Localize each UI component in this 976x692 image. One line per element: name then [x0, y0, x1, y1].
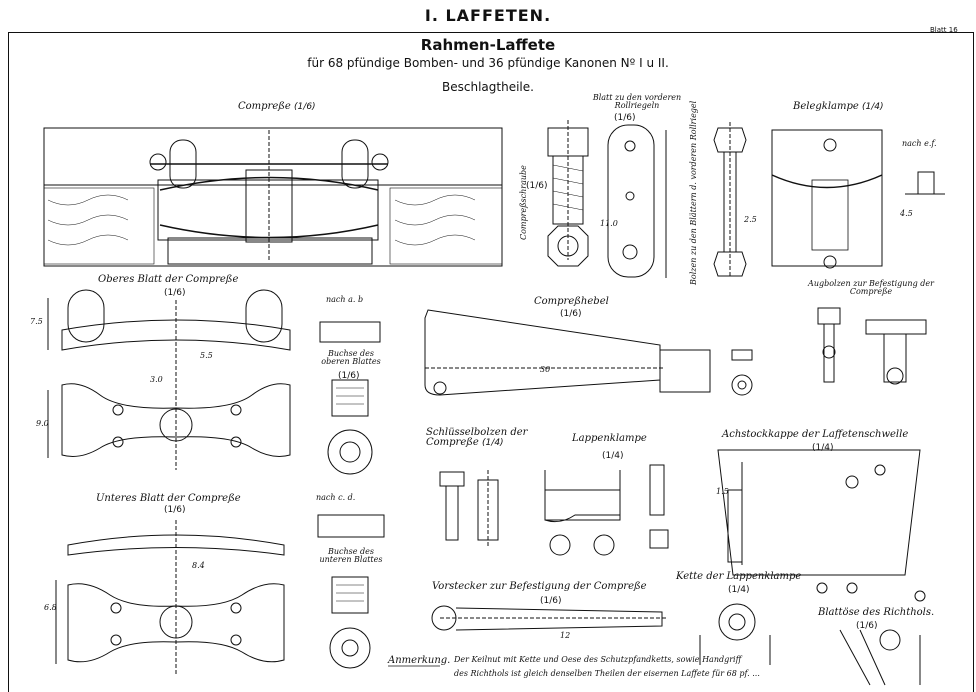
schluesselbolzen-label: Schlüsselbolzen der Compreße (1/4) [426, 427, 528, 448]
achsstockkappe-drawing [717, 449, 921, 576]
unteres-blatt-view-note: nach c. d. [316, 493, 356, 502]
compresshebel-label: Compreßhebel [534, 296, 609, 307]
sheet-frame [8, 32, 974, 692]
annotation-text-line2: des Richthols ist gleich denselben Theil… [454, 669, 760, 678]
compressschraube-label: Compreßschraube [519, 165, 528, 240]
belegklampe-drawing [771, 129, 945, 269]
blatt-rollriegel-label: Blatt zu den vorderen Rollriegeln [592, 93, 682, 110]
sheet-title: Rahmen-Laffete [420, 36, 556, 54]
achsstockkappe-scale: (1/4) [812, 443, 834, 453]
annotation-label: Anmerkung. [388, 655, 451, 666]
part-group-label: Beschlagtheile. [442, 80, 534, 94]
blattoese-drawing [839, 590, 926, 686]
dimension-label: 30 [540, 365, 551, 374]
oberes-buchse-label: Buchse des oberen Blattes [321, 349, 381, 366]
bolzen-rollriegel-label: Bolzen zu den Blättern d. vorderen Rollr… [689, 100, 698, 285]
augbolzen-label: Augbolzen zur Befestigung der Compreße [808, 279, 934, 296]
lappenklampe-label: Lappenklampe [572, 433, 647, 444]
kette-lappenklampe-scale: (1/4) [728, 585, 750, 595]
compressschraube-scale: (1/6) [526, 181, 548, 191]
dimension-label: 2.5 [744, 215, 757, 224]
unteres-blatt-scale: (1/6) [164, 505, 186, 515]
oberes-blatt-drawing [47, 289, 381, 475]
blattoese-scale: (1/6) [856, 621, 878, 631]
vorstecker-label: Vorstecker zur Befestigung der Compreße [432, 581, 647, 592]
dimension-label: 3.0 [150, 375, 163, 384]
unteres-buchse-label: Buchse des unteren Blattes [319, 547, 383, 564]
kette-lappenklampe-label: Kette der Lappenklampe [676, 571, 802, 582]
sheet-subtitle: für 68 pfündige Bomben- und 36 pfündige … [307, 56, 669, 70]
compresse-label: Compreße (1/6) [238, 101, 316, 112]
dimension-label: 5.5 [200, 351, 213, 360]
dimension-label: 6.8 [44, 603, 57, 612]
oberes-blatt-view-note: nach a. b [326, 295, 364, 304]
compresshebel-drawing [424, 309, 753, 396]
achsstockkappe-label: Achstockkappe der Laffetenschwelle [722, 429, 909, 440]
dimension-label: 11.0 [600, 219, 618, 228]
dimension-label: 7.5 [30, 317, 43, 326]
vorstecker-drawing [431, 605, 668, 631]
vorstecker-scale: (1/6) [540, 596, 562, 606]
kette-lappenklampe-drawing [699, 582, 858, 665]
schluesselbolzen-drawing [439, 470, 499, 548]
belegklampe-view-note: nach e.f. [902, 139, 937, 148]
oberes-blatt-label: Oberes Blatt der Compreße [98, 274, 239, 285]
compresshebel-scale: (1/6) [560, 309, 582, 319]
blatt-rollriegel-scale: (1/6) [614, 113, 636, 123]
augbolzen-drawing [817, 307, 927, 385]
blatt-rollriegel-drawing [607, 122, 747, 278]
dimension-label: 12 [560, 631, 571, 640]
annotation-text-line1: Der Keilnut mit Kette und Oese des Schut… [454, 655, 742, 664]
section-title: I. LAFFETEN. [424, 6, 552, 25]
blattoese-label: Blattöse des Richthols. [818, 607, 935, 618]
compressschraube-drawing [547, 120, 589, 267]
unteres-blatt-drawing [55, 514, 385, 676]
unteres-blatt-label: Unteres Blatt der Compreße [96, 493, 241, 504]
plate-label: Blatt 16 [930, 26, 958, 34]
belegklampe-label: Belegklampe (1/4) [793, 101, 884, 112]
lappenklampe-drawing [544, 464, 669, 556]
dimension-label: 4.5 [900, 209, 913, 218]
compresse-drawing [43, 127, 503, 267]
oberes-buchse-scale: (1/6) [338, 371, 360, 381]
dimension-label: 8.4 [192, 561, 205, 570]
oberes-blatt-scale: (1/6) [164, 288, 186, 298]
dimension-label: 9.0 [36, 419, 49, 428]
lappenklampe-scale: (1/4) [602, 451, 624, 461]
dimension-label: 1.5 [716, 487, 729, 496]
